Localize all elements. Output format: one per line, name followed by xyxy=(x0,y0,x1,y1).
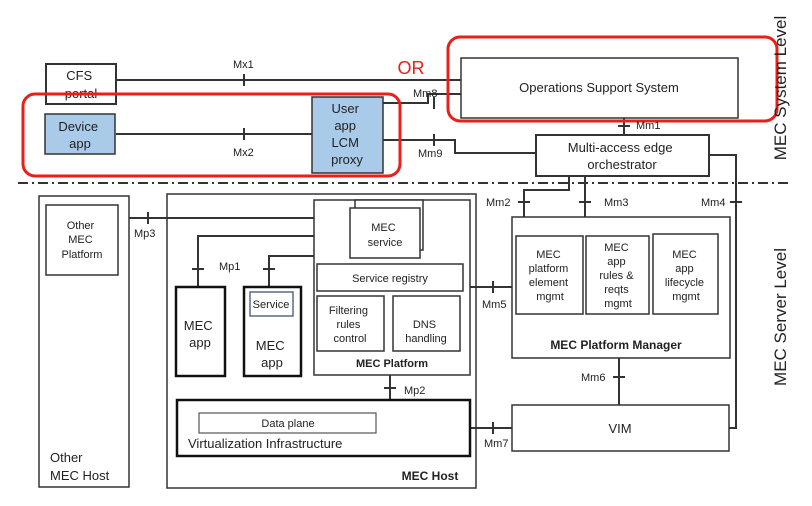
app-lifecycle-mgmt-box xyxy=(652,233,719,315)
filtering-rules-box xyxy=(316,295,385,352)
highlight-oss xyxy=(446,35,779,123)
ref-mm6: Mm6 xyxy=(581,372,605,384)
mec-server-level-label: MEC Server Level xyxy=(771,248,790,386)
app-rules-mgmt-label: MEC app rules & reqts mgmt xyxy=(599,242,636,310)
ref-mm4: Mm4 xyxy=(701,197,725,209)
other-mec-platform-label: Other MEC Platform xyxy=(62,220,103,261)
filtering-rules-label: Filtering rules control xyxy=(329,305,371,345)
app-lifecycle-mgmt-label: MEC app lifecycle mgmt xyxy=(665,249,707,303)
mec-platform-label: MEC Platform xyxy=(356,358,428,370)
service-box xyxy=(249,291,294,317)
other-mec-platform-box xyxy=(45,204,119,276)
reference-point-labels: Mx1 Mx2 Mm8 Mm9 Mm1 Mm2 Mm3 Mm4 Mp3 Mp1 … xyxy=(134,59,725,450)
other-mec-host-label: Other MEC Host xyxy=(50,450,110,483)
device-app-box xyxy=(44,113,116,155)
line-mm4 xyxy=(709,154,737,429)
user-app-lcm-proxy-label: User app LCM proxy xyxy=(331,101,363,167)
ref-mx2: Mx2 xyxy=(233,147,254,159)
ref-mm5: Mm5 xyxy=(482,299,506,311)
ref-mp2: Mp2 xyxy=(404,385,425,397)
ref-mm3: Mm3 xyxy=(604,197,628,209)
app-rules-mgmt-box xyxy=(585,235,650,315)
mec-system-level-label: MEC System Level xyxy=(771,16,790,161)
ref-mp3: Mp3 xyxy=(134,228,155,240)
meo-label: Multi-access edge orchestrator xyxy=(568,140,676,172)
highlight-device-group xyxy=(21,92,402,178)
oss-label: Operations Support System xyxy=(519,80,679,95)
ref-mp1: Mp1 xyxy=(219,261,240,273)
mec-app-left-box xyxy=(174,285,227,378)
virtualization-infrastructure-label: Virtualization Infrastructure xyxy=(188,436,342,451)
platform-element-mgmt-box xyxy=(515,235,584,315)
ref-mx1: Mx1 xyxy=(233,59,254,71)
mec-platform-manager-label: MEC Platform Manager xyxy=(550,338,682,352)
dns-handling-label: DNS handling xyxy=(405,319,447,345)
mec-app-right-label: MEC app xyxy=(256,338,289,370)
ref-mm2: Mm2 xyxy=(486,197,510,209)
mec-app-left-label: MEC app xyxy=(184,318,217,350)
mec-host-label: MEC Host xyxy=(402,469,459,483)
oss-box xyxy=(460,57,739,119)
mec-service-label: MEC service xyxy=(368,222,403,249)
meo-box xyxy=(535,134,710,177)
line-mp1-left xyxy=(197,235,314,287)
reference-ticks xyxy=(147,74,742,434)
vim-box xyxy=(511,404,730,452)
data-plane-box xyxy=(198,412,377,434)
line-mm8 xyxy=(383,93,461,104)
service-registry-label: Service registry xyxy=(352,273,428,285)
data-plane-label: Data plane xyxy=(261,418,314,430)
service-label: Service xyxy=(253,299,290,311)
service-registry-box xyxy=(316,263,464,292)
vim-label: VIM xyxy=(608,421,631,436)
user-app-lcm-proxy-box xyxy=(311,96,384,174)
ref-mm7: Mm7 xyxy=(484,438,508,450)
cfs-portal-box xyxy=(45,63,117,105)
line-mp1-right xyxy=(268,255,314,287)
or-label: OR xyxy=(398,58,425,78)
device-app-label: Device app xyxy=(58,119,101,151)
dns-handling-box xyxy=(392,295,461,352)
mec-host-box xyxy=(166,193,477,489)
ref-mm9: Mm9 xyxy=(418,148,442,160)
mec-service-box xyxy=(349,207,421,259)
ref-mm8: Mm8 xyxy=(413,88,437,100)
platform-element-mgmt-label: MEC platform element mgmt xyxy=(529,249,572,303)
line-mm9 xyxy=(383,139,536,154)
ref-mm1: Mm1 xyxy=(636,120,660,132)
